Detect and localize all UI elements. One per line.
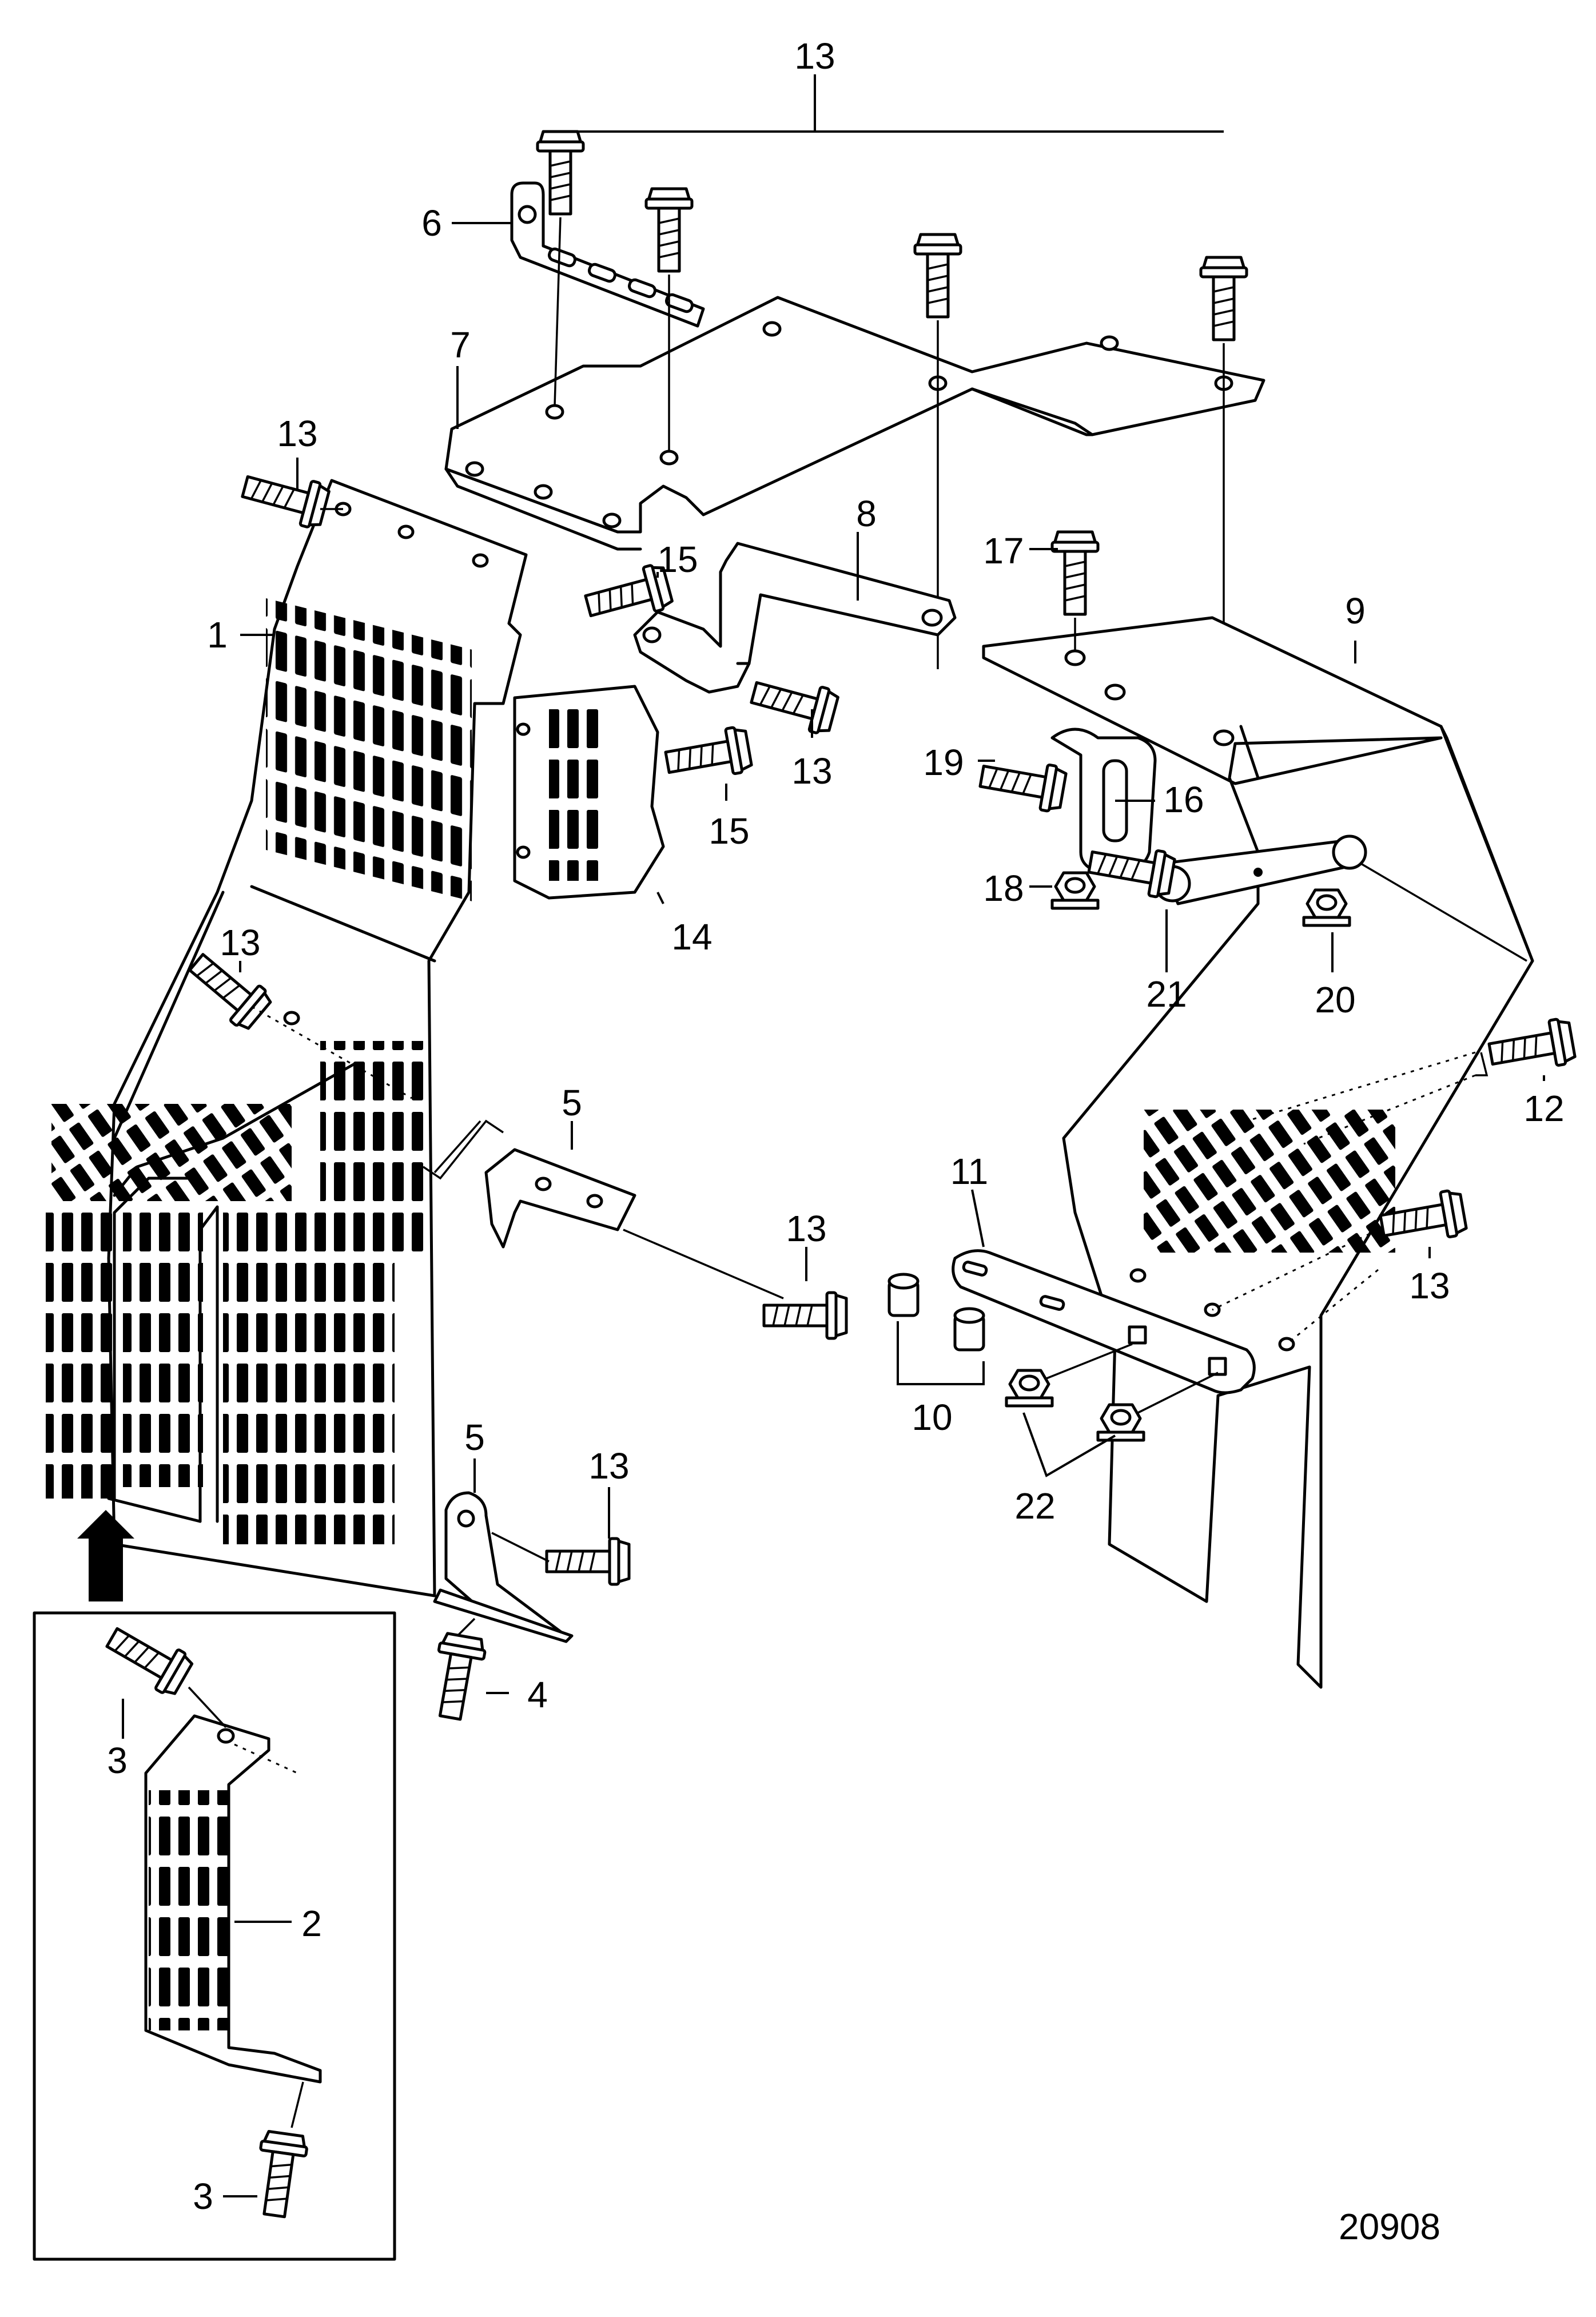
callout-c4: 4 bbox=[527, 1674, 548, 1715]
leader-lines bbox=[122, 74, 1545, 2197]
bracket-6 bbox=[510, 181, 705, 328]
callout-c17: 17 bbox=[983, 530, 1024, 571]
callout-c13-right: 13 bbox=[1409, 1265, 1450, 1306]
callout-c12: 12 bbox=[1523, 1088, 1564, 1129]
inset-detail-2 bbox=[33, 1510, 396, 2261]
callout-c13-mid: 13 bbox=[791, 750, 832, 792]
shield-1 bbox=[46, 479, 528, 1597]
callout-c18: 18 bbox=[983, 868, 1024, 909]
callout-c5-upper: 5 bbox=[562, 1082, 582, 1123]
callout-c8: 8 bbox=[856, 493, 877, 534]
callout-c13-bottom: 13 bbox=[588, 1445, 629, 1487]
spacers-10 bbox=[887, 1273, 985, 1352]
callout-c2: 2 bbox=[301, 1903, 322, 1944]
bracket-5-upper bbox=[433, 1120, 784, 1299]
callout-c13-shield: 13 bbox=[220, 922, 260, 963]
callout-c11: 11 bbox=[950, 1151, 988, 1192]
callout-c22: 22 bbox=[1014, 1485, 1055, 1527]
callout-c14: 14 bbox=[671, 916, 712, 957]
callout-c9: 9 bbox=[1345, 590, 1366, 631]
drawing-number: 20908 bbox=[1339, 2206, 1440, 2247]
callout-c13-low: 13 bbox=[786, 1208, 826, 1249]
callout-c1: 1 bbox=[207, 614, 228, 655]
bracket-5-lower bbox=[433, 1491, 574, 1643]
callout-c20: 20 bbox=[1315, 979, 1355, 1020]
callout-c15-bot: 15 bbox=[709, 810, 749, 852]
callout-c6: 6 bbox=[421, 202, 442, 244]
callout-c15-top: 15 bbox=[657, 539, 698, 580]
callout-c5-lower: 5 bbox=[464, 1417, 485, 1458]
callout-c3-top: 3 bbox=[107, 1740, 128, 1781]
callout-c3-bot: 3 bbox=[193, 2176, 213, 2217]
bracket-16 bbox=[1050, 728, 1157, 871]
callout-c13-top: 13 bbox=[794, 35, 835, 77]
guard-plate-14 bbox=[513, 685, 665, 900]
callout-labels: 13 6 7 13 1 15 8 17 9 13 15 14 19 16 18 … bbox=[107, 35, 1564, 2217]
callout-c7: 7 bbox=[450, 324, 471, 365]
bracket-7 bbox=[444, 296, 1265, 551]
callout-c21: 21 bbox=[1146, 973, 1187, 1015]
callout-c10: 10 bbox=[912, 1397, 952, 1438]
callout-c16: 16 bbox=[1163, 779, 1204, 820]
bracket-8 bbox=[633, 542, 957, 694]
callout-c13-left: 13 bbox=[277, 413, 317, 454]
strap-11 bbox=[952, 1249, 1256, 1394]
callout-c19: 19 bbox=[923, 742, 964, 783]
